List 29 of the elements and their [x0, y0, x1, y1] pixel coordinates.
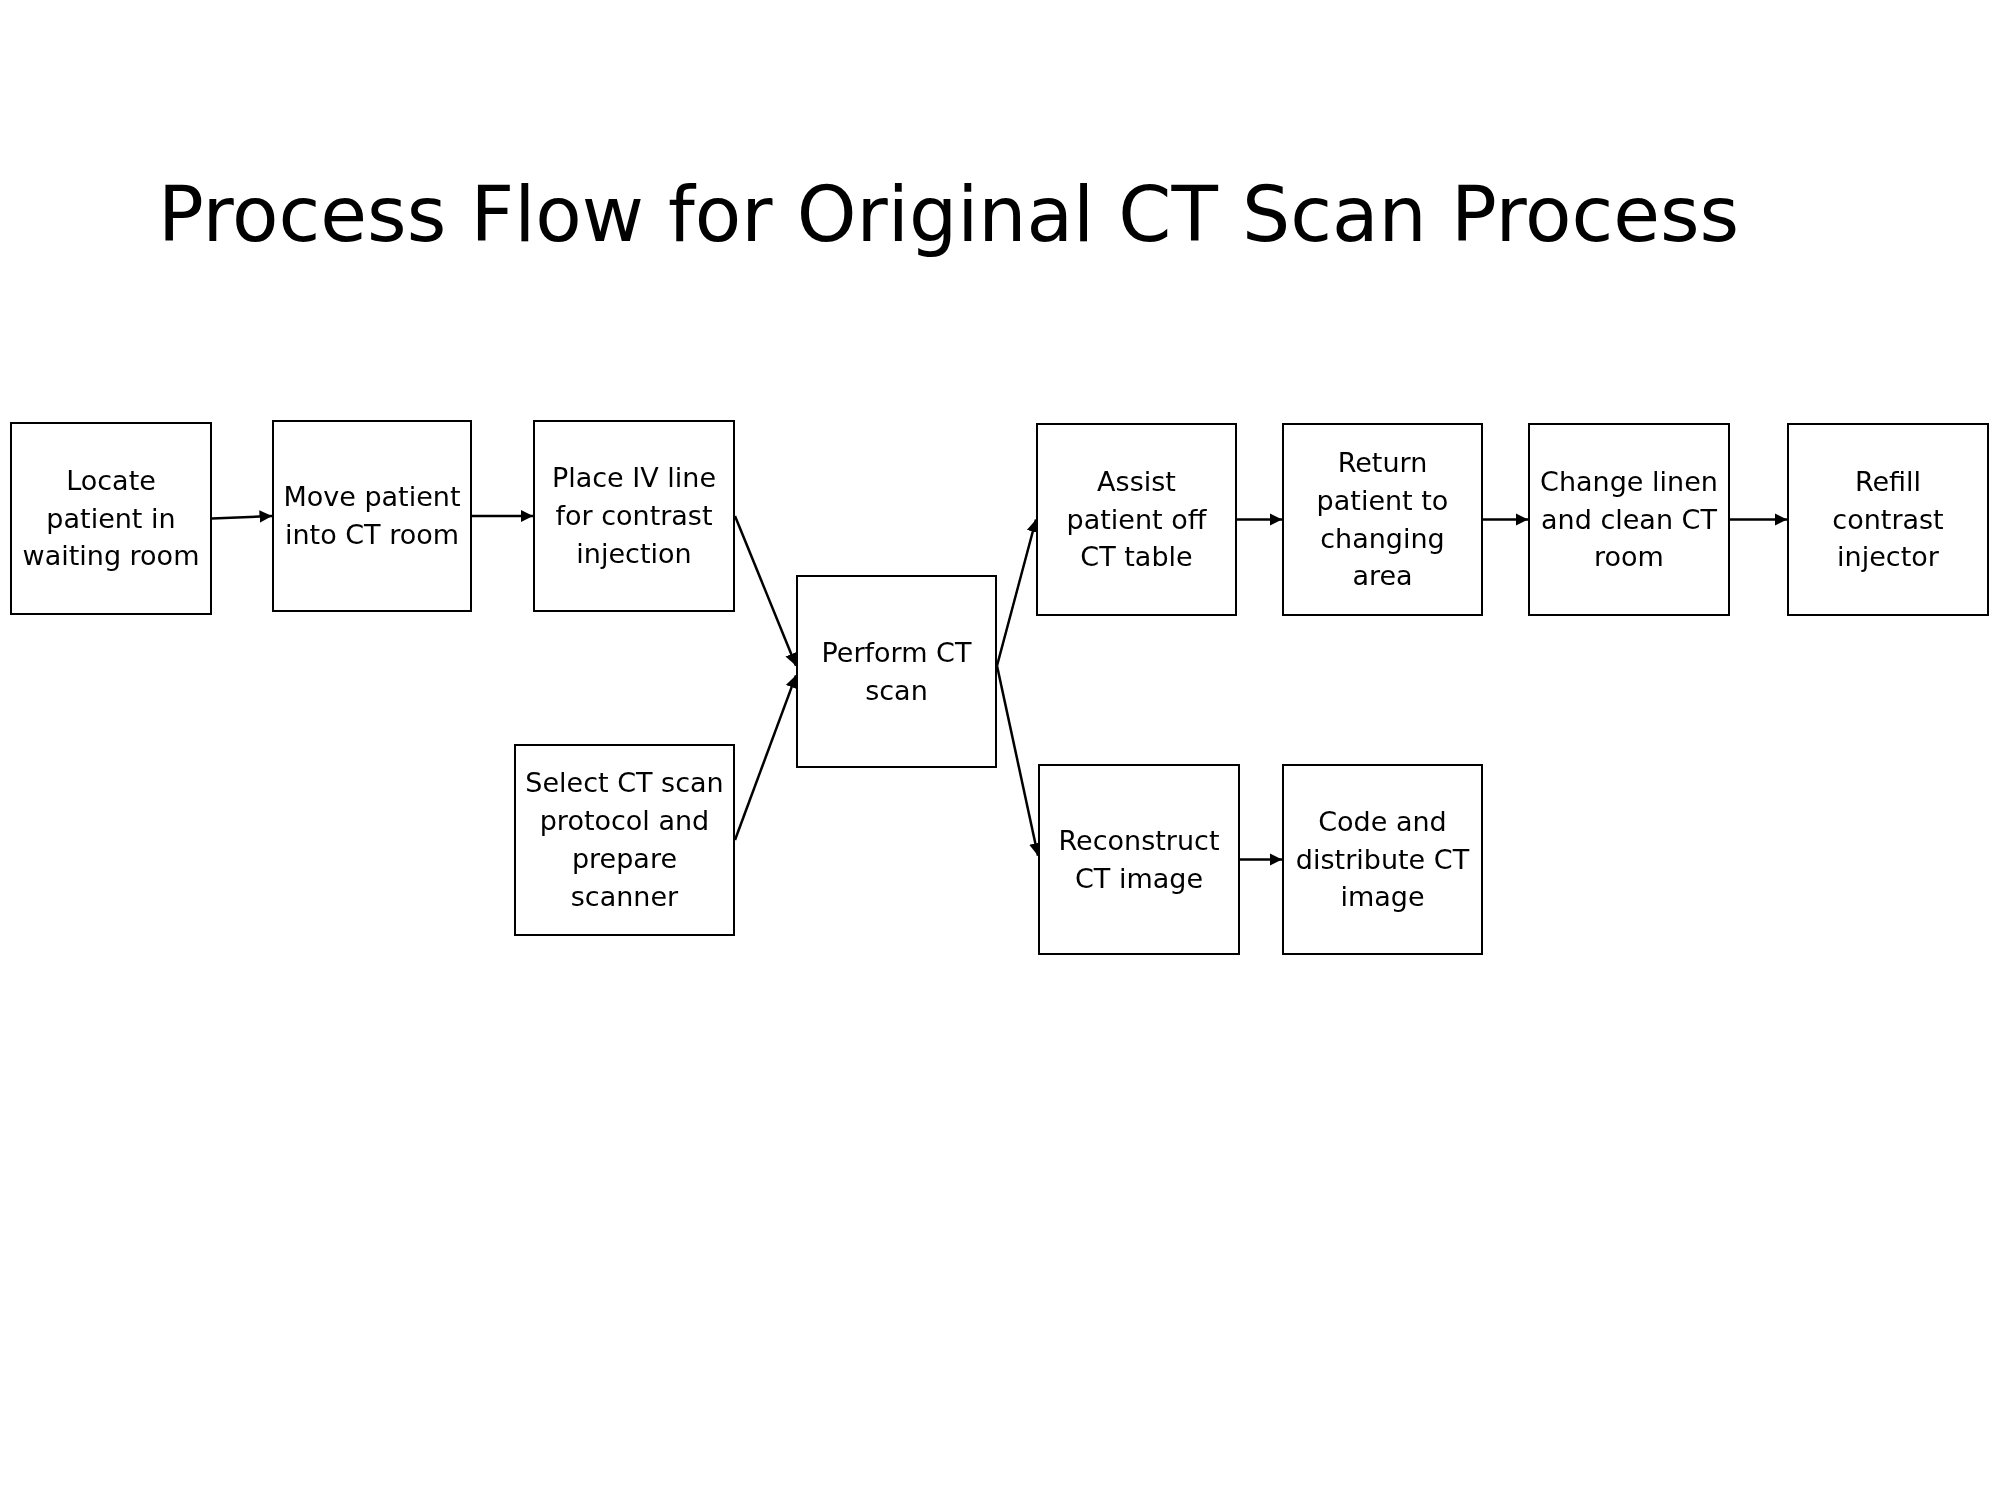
arrow — [472, 509, 533, 523]
arrow — [211, 510, 273, 523]
process-box — [10, 422, 212, 615]
process-box — [1282, 764, 1483, 955]
arrow — [1237, 513, 1282, 526]
process-box — [272, 420, 472, 612]
step-label: Move patient into CT room — [282, 480, 462, 552]
process-box — [1282, 423, 1483, 616]
process-box — [1787, 423, 1989, 616]
process-box — [796, 575, 997, 768]
step-label: Place IV line for contrast injection — [550, 461, 718, 571]
step-label: Change linen and clean CT room — [1539, 464, 1719, 575]
step-label: Locate patient in waiting room — [21, 463, 201, 574]
arrow — [1483, 513, 1528, 526]
process-box — [1036, 423, 1237, 616]
step-label: Select CT scan protocol and prepare scanner — [524, 766, 725, 914]
step-label: Reconstruct CT image — [1057, 823, 1221, 896]
step-label: Perform CT scan — [820, 635, 973, 708]
process-box — [1528, 423, 1730, 616]
process-box — [1038, 764, 1240, 955]
process-box — [514, 744, 735, 936]
arrow — [1730, 513, 1787, 526]
step-label: Assist patient off CT table — [1065, 464, 1208, 575]
diagram-title: Process Flow for Original CT Scan Process — [158, 170, 1740, 259]
process-box — [533, 420, 735, 612]
step-label: Refill contrast injector — [1831, 464, 1945, 575]
step-label: Return patient to changing area — [1315, 445, 1450, 594]
step-label: Code and distribute CT image — [1294, 804, 1471, 915]
arrow — [1240, 853, 1282, 866]
